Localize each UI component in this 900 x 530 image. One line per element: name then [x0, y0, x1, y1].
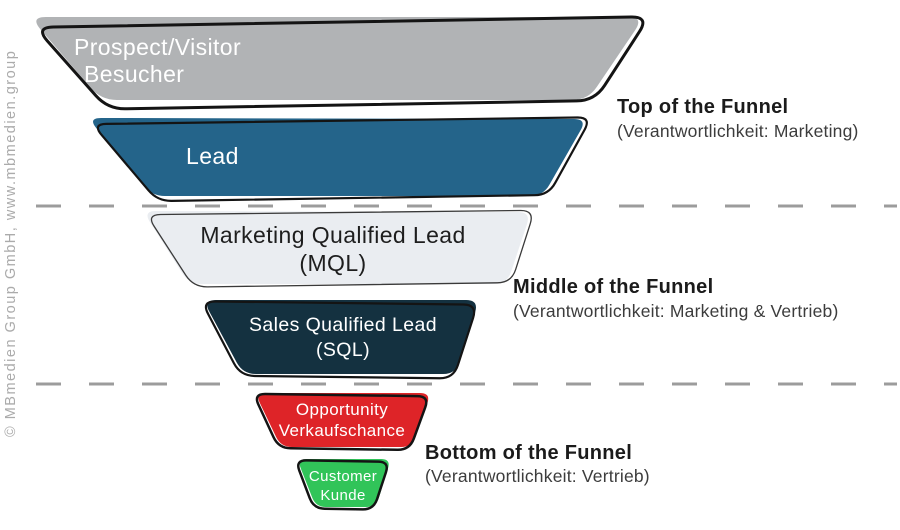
stage-label-line2: (SQL) — [316, 339, 370, 361]
funnel-stage-mql: Marketing Qualified Lead (MQL) — [147, 209, 532, 288]
stage-shape — [36, 17, 639, 100]
section-subtitle: (Verantwortlichkeit: Marketing) — [617, 121, 859, 141]
funnel-stage-sql: Sales Qualified Lead (SQL) — [204, 300, 476, 380]
funnel-stage-prospect-visitor: Prospect/Visitor Besucher — [36, 15, 645, 111]
stage-label-line2: Besucher — [84, 61, 184, 87]
stage-sketch-outline — [255, 392, 428, 452]
section-title: Bottom of the Funnel — [425, 442, 632, 464]
stage-sketch-outline — [41, 15, 645, 111]
stage-label-line1: Customer — [309, 468, 377, 485]
stage-shape — [299, 459, 389, 507]
stage-sketch-outline — [150, 209, 532, 288]
stage-label-line1: Opportunity — [296, 400, 388, 419]
stage-shape — [93, 118, 583, 196]
stage-sketch-outline — [297, 459, 389, 511]
section-subtitle: (Verantwortlichkeit: Vertrieb) — [425, 466, 650, 486]
section-label-middle: Middle of the Funnel (Verantwortlichkeit… — [513, 276, 838, 321]
stage-label-line2: Verkaufschance — [279, 421, 406, 440]
section-title: Top of the Funnel — [617, 96, 788, 118]
stage-sketch-outline — [96, 116, 588, 202]
section-subtitle: (Verantwortlichkeit: Marketing & Vertrie… — [513, 301, 838, 321]
stage-label-line2: Kunde — [320, 487, 365, 504]
section-label-top: Top of the Funnel (Verantwortlichkeit: M… — [617, 96, 859, 141]
stage-label-line1: Sales Qualified Lead — [249, 314, 437, 336]
stage-label-line1: Lead — [186, 143, 239, 169]
stage-shape — [147, 211, 528, 284]
stage-label-line1: Prospect/Visitor — [74, 34, 241, 60]
funnel-stage-customer: Customer Kunde — [297, 459, 389, 511]
stage-sketch-outline — [204, 300, 476, 380]
stage-shape — [258, 393, 429, 447]
stage-label-line1: Marketing Qualified Lead — [200, 222, 465, 248]
funnel-stage-lead: Lead — [93, 116, 588, 202]
section-label-bottom: Bottom of the Funnel (Verantwortlichkeit… — [425, 442, 650, 486]
section-title: Middle of the Funnel — [513, 276, 713, 298]
stage-label-line2: (MQL) — [299, 250, 366, 276]
stage-shape — [207, 300, 476, 374]
copyright-text: © MBmedien Group GmbH, www.mbmedien.grou… — [3, 50, 19, 437]
funnel-stage-opportunity: Opportunity Verkaufschance — [255, 392, 429, 452]
